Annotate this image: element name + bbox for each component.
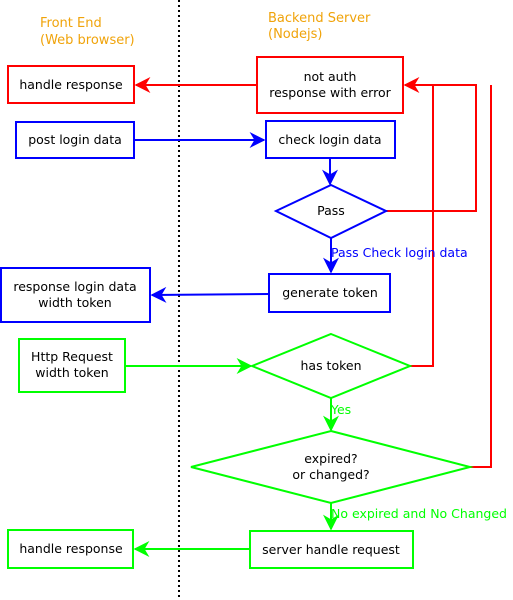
front-end-subheader: (Web browser) — [40, 33, 135, 48]
pass-check-edge-label: Pass Check login data — [331, 245, 468, 260]
http-request-label-line1: Http Request — [31, 349, 113, 364]
response-login-label-line2: width token — [38, 295, 111, 310]
post-login-data-label: post login data — [28, 132, 122, 147]
pass-label: Pass — [317, 203, 345, 218]
post-login-data-box — [15, 121, 135, 159]
not-auth-box — [256, 56, 404, 114]
http-request-box — [18, 338, 126, 393]
handle-response-error-box — [7, 65, 135, 104]
arrow-generate-to-response — [150, 286, 270, 303]
arrow-expired — [470, 85, 492, 468]
no-expired-edge-label: No expired and No Changed — [331, 506, 507, 521]
arrow-no-token — [410, 85, 434, 367]
not-auth-label-line2: response with error — [269, 85, 391, 100]
server-handle-label: server handle request — [262, 542, 400, 557]
check-login-data-label: check login data — [278, 132, 381, 147]
expired-label-line2: or changed? — [292, 467, 369, 482]
not-auth-label-line1: not auth — [304, 69, 357, 84]
server-handle-box — [249, 530, 414, 569]
response-login-label-line1: response login data — [13, 279, 136, 294]
expired-label-line1: expired? — [304, 451, 357, 466]
handle-response-ok-label: handle response — [19, 541, 123, 556]
backend-subheader: (Nodejs) — [268, 27, 322, 42]
handle-response-ok-box — [7, 529, 134, 569]
backend-header: Backend Server — [268, 11, 371, 26]
arrow-pass-fail — [386, 77, 477, 212]
response-login-box — [0, 267, 151, 323]
handle-response-error-label: handle response — [19, 77, 123, 92]
front-end-header: Front End — [40, 16, 102, 31]
generate-token-label: generate token — [282, 285, 378, 300]
yes-edge-label: Yes — [330, 402, 351, 417]
generate-token-box — [268, 273, 391, 313]
http-request-label-line2: width token — [35, 365, 108, 380]
has-token-label: has token — [300, 358, 361, 373]
